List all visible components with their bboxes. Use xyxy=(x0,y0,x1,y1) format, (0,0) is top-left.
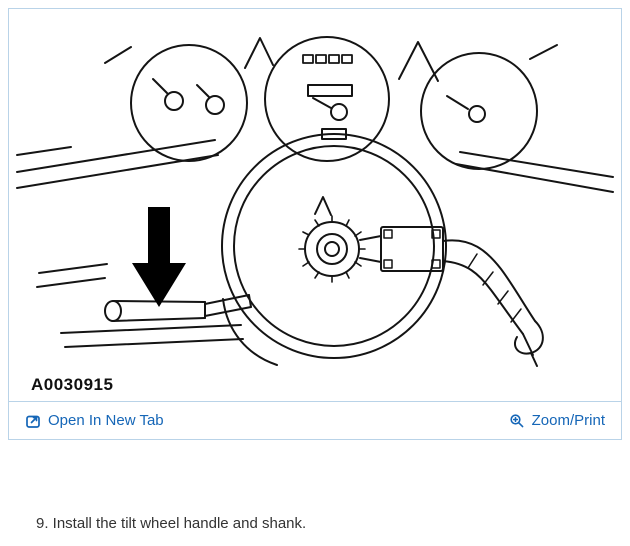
clockspring-ring xyxy=(221,128,447,366)
column-hub xyxy=(298,196,366,283)
arrow-indicator xyxy=(132,207,186,307)
zoom-print-icon xyxy=(510,413,524,427)
zoom-print-label: Zoom/Print xyxy=(531,412,605,429)
tilt-handle xyxy=(104,294,252,322)
wiring-harness xyxy=(442,239,544,367)
figure-panel: A0030915 Open In New Tab Zoom/Print xyxy=(8,8,622,440)
connector xyxy=(359,226,444,272)
zoom-print-link[interactable]: Zoom/Print xyxy=(509,412,605,429)
panel-footer: Open In New Tab Zoom/Print xyxy=(9,401,621,439)
open-in-new-tab-label: Open In New Tab xyxy=(48,412,164,429)
instrument-cluster xyxy=(104,36,558,170)
step-instruction: 9. Install the tilt wheel handle and sha… xyxy=(36,515,307,532)
open-in-new-tab-icon xyxy=(26,415,40,428)
figure-label: A0030915 xyxy=(31,375,114,394)
diagram-area: A0030915 xyxy=(9,9,621,401)
open-in-new-tab-link[interactable]: Open In New Tab xyxy=(25,412,164,429)
technical-diagram xyxy=(16,36,614,367)
dash-edges xyxy=(16,139,614,348)
